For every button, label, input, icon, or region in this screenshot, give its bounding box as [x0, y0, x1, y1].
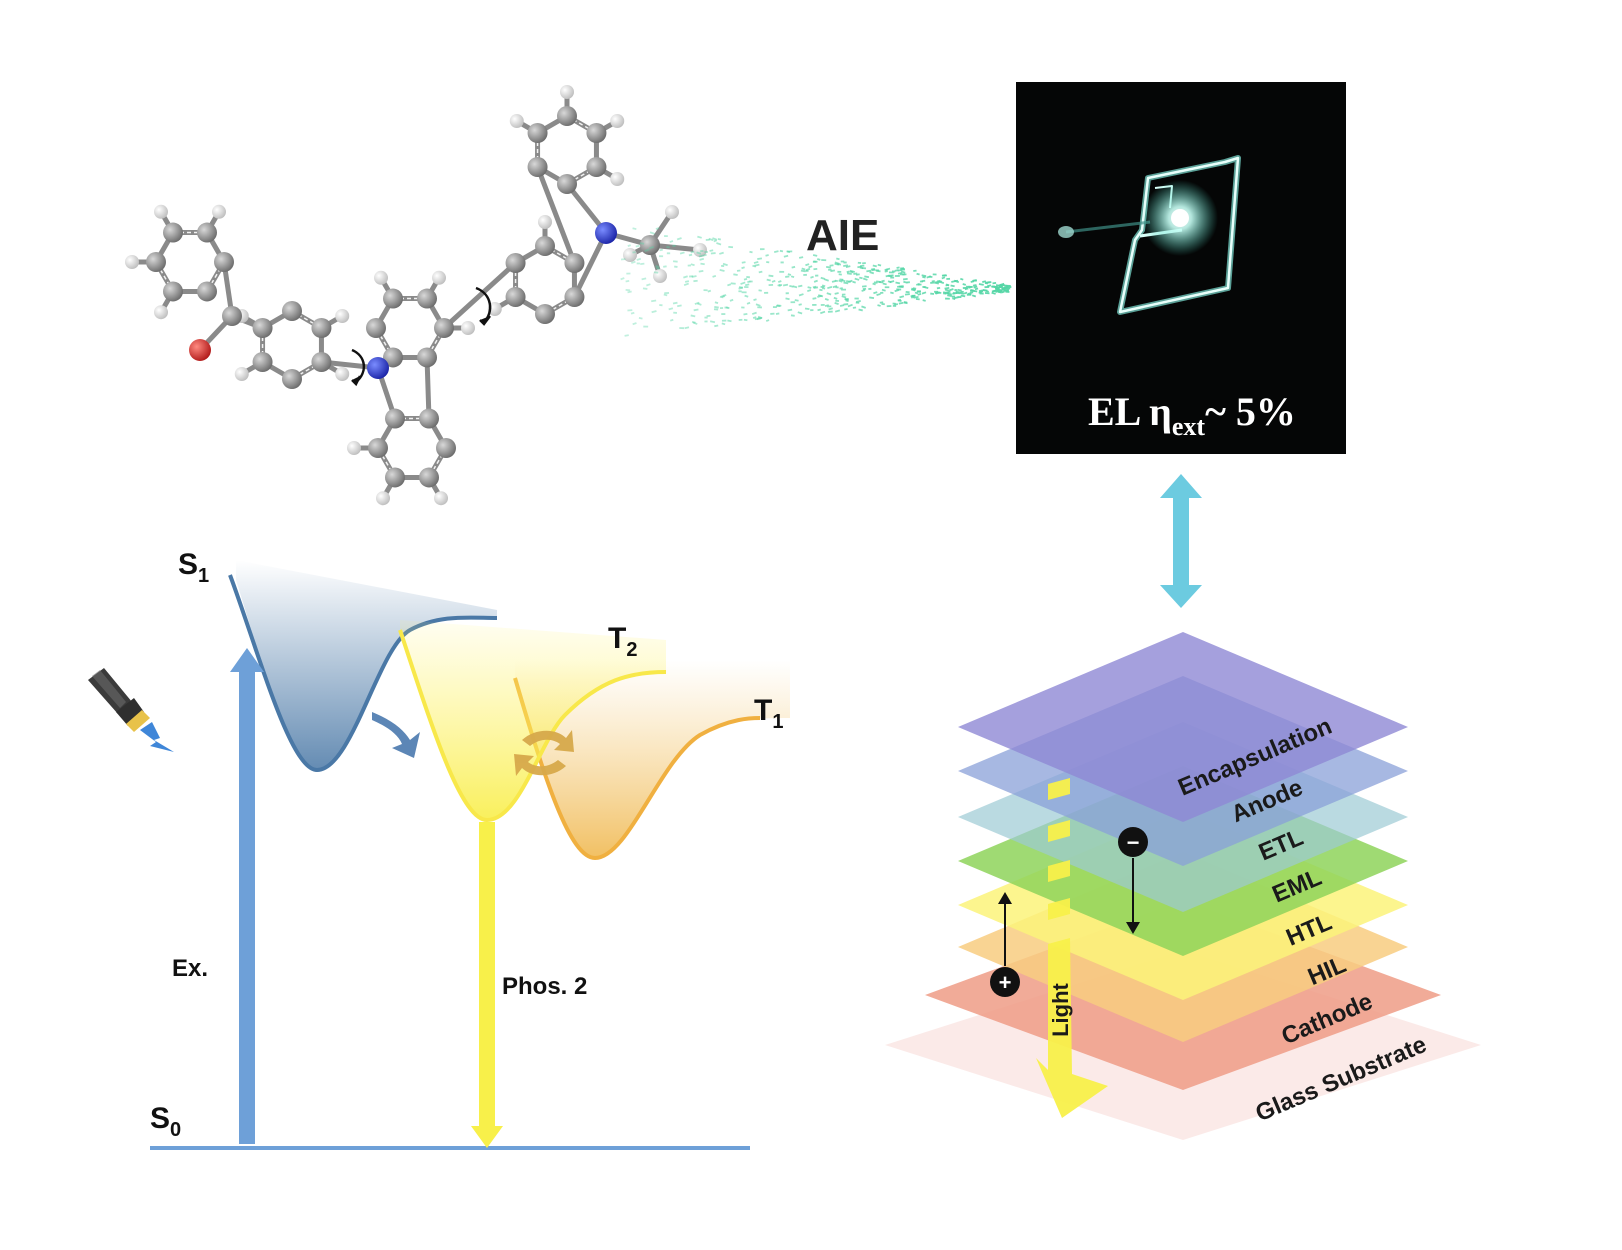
hydrogen-atom: [374, 270, 388, 285]
s0-label: S0: [150, 1102, 181, 1141]
carbon-atom: [282, 369, 302, 389]
carbon-atom: [311, 318, 332, 338]
carbon-atom: [197, 222, 217, 243]
hydrogen-atom: [653, 269, 667, 283]
hydrogen-atom: [335, 309, 350, 323]
hydrogen-atom: [461, 321, 475, 335]
carbon-atom: [214, 252, 234, 272]
hydrogen-atom: [154, 204, 168, 219]
molecule-atoms: [125, 85, 707, 506]
hydrogen-atom: [347, 441, 361, 455]
aie-particle-spray: [620, 227, 1012, 337]
carbon-atom: [564, 287, 585, 307]
device-photo: EL ηext~ 5%: [1016, 82, 1346, 454]
aie-label: AIE: [806, 211, 879, 260]
carbon-atom: [586, 157, 607, 177]
t1-label: T1: [754, 694, 783, 733]
electron-carrier: −: [1118, 827, 1148, 934]
carbon-atom: [385, 408, 405, 429]
carbon-atom: [557, 174, 577, 194]
energy-diagram: S1 S0 T2 T1 Ex. Phos. 2: [88, 548, 790, 1150]
hydrogen-atom: [538, 215, 552, 229]
hydrogen-atom: [623, 248, 637, 262]
molecule-structure: [125, 85, 707, 506]
flashlight-icon: [88, 668, 174, 752]
carbon-atom: [419, 467, 439, 488]
light-label: Light: [1048, 982, 1073, 1036]
rotation-arrows-icon: [351, 286, 492, 387]
carbon-atom: [557, 106, 577, 126]
molecule-bonds: [129, 89, 703, 501]
carbon-atom: [311, 352, 332, 372]
carbon-atom: [146, 252, 166, 272]
carbon-atom: [436, 438, 456, 458]
hydrogen-atom: [212, 204, 226, 219]
nitrogen-atom: [595, 222, 617, 244]
phosphorescence-label: Phos. 2: [502, 973, 587, 1000]
t1-potential-curve: [513, 677, 761, 861]
hydrogen-atom: [432, 270, 446, 285]
carbon-atom: [197, 281, 217, 302]
phosphorescence-arrow: [471, 822, 503, 1148]
oxygen-atom: [189, 339, 211, 361]
hydrogen-atom: [335, 367, 350, 381]
carbon-atom: [505, 253, 526, 273]
carbon-atom: [163, 222, 183, 243]
hydrogen-atom: [560, 85, 574, 99]
carbon-atom: [417, 347, 437, 368]
carbon-atom: [640, 235, 660, 255]
carbon-atom: [383, 288, 403, 309]
hydrogen-atom: [154, 305, 168, 320]
carbon-atom: [586, 123, 607, 143]
s1-label: S1: [178, 548, 209, 587]
double-arrow-icon: [1160, 474, 1202, 608]
carbon-atom: [385, 467, 405, 488]
carbon-atom: [282, 301, 302, 321]
light-arrow: Light: [1036, 778, 1108, 1118]
nitrogen-atom: [367, 357, 389, 379]
exchange-arrows-icon: [514, 730, 574, 776]
hydrogen-atom: [125, 255, 139, 269]
carbon-atom: [535, 236, 555, 256]
svg-text:+: +: [999, 970, 1012, 995]
excitation-label: Ex.: [172, 955, 208, 982]
carbon-atom: [535, 304, 555, 324]
carbon-atom: [222, 306, 242, 326]
carbon-atom: [434, 318, 454, 338]
carbon-atom: [252, 318, 273, 338]
hydrogen-atom: [234, 367, 249, 381]
hole-carrier: +: [990, 892, 1020, 997]
carbon-atom: [419, 408, 439, 429]
carbon-atom: [564, 253, 585, 273]
carbon-atom: [417, 288, 437, 309]
svg-text:−: −: [1127, 830, 1140, 855]
carbon-atom: [368, 438, 388, 458]
hydrogen-atom: [434, 491, 448, 506]
s1-potential-curve: [228, 574, 498, 773]
hydrogen-atom: [376, 491, 390, 506]
carbon-atom: [383, 347, 403, 368]
carbon-atom: [252, 352, 273, 372]
layer-encapsulation: [958, 632, 1408, 822]
t2-label: T2: [608, 622, 637, 661]
hydrogen-atom: [610, 114, 625, 128]
excitation-arrow: [230, 648, 264, 1144]
oled-stack: EncapsulationAnodeETLEMLHTLHILCathodeGla…: [885, 632, 1481, 1140]
hydrogen-atom: [509, 114, 524, 128]
hydrogen-atom: [693, 243, 707, 257]
t2-potential-curve: [398, 629, 667, 823]
carbon-atom: [505, 287, 526, 307]
hydrogen-atom: [665, 205, 679, 219]
carbon-atom: [366, 318, 386, 338]
isc-arrow: [372, 712, 420, 758]
hydrogen-atom: [610, 172, 625, 186]
carbon-atom: [527, 123, 548, 143]
carbon-atom: [527, 157, 548, 177]
carbon-atom: [163, 281, 183, 302]
el-efficiency-label: EL ηext~ 5%: [1088, 389, 1296, 441]
